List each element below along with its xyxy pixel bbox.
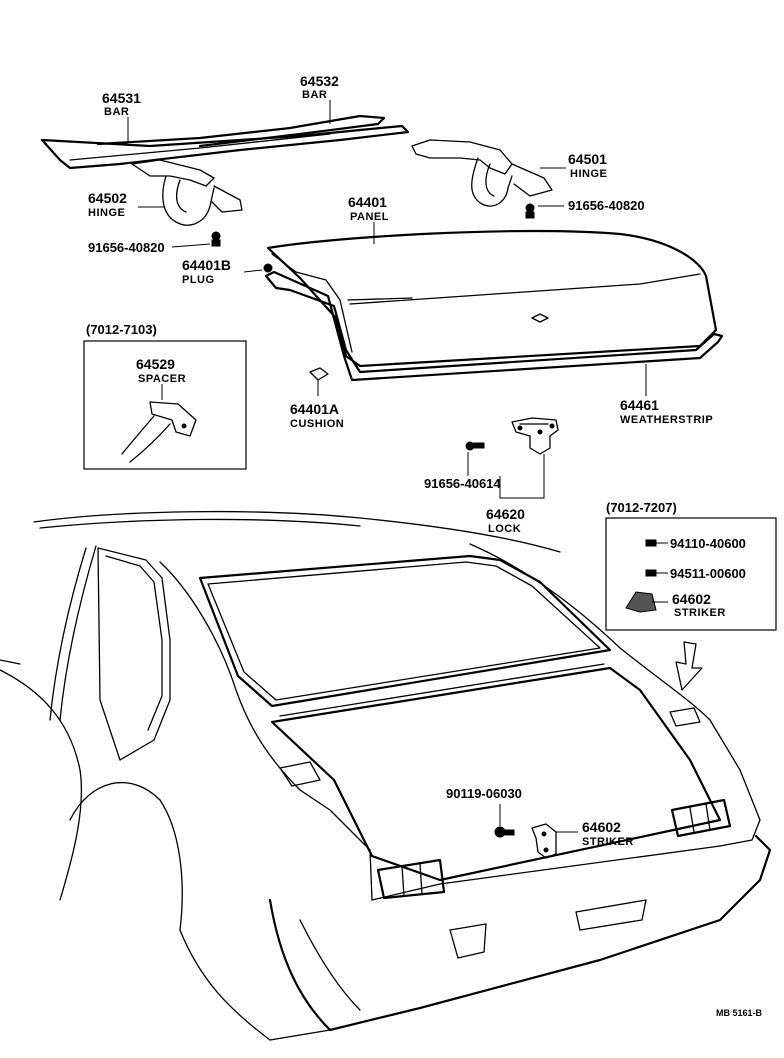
hinge-64502-shape	[131, 159, 243, 226]
plug-64401b-number: 64401B	[182, 257, 231, 273]
bolt-icon	[525, 203, 535, 219]
hinge-64502-name: HINGE	[88, 207, 125, 219]
lock-64620-name: LOCK	[488, 523, 521, 535]
bolt-left-number: 91656-40820	[88, 240, 165, 255]
hinge-64502-number: 64502	[88, 190, 127, 206]
weatherstrip-64461-name: WEATHERSTRIP	[620, 414, 713, 426]
bar-64532-shape	[96, 114, 386, 148]
panel-64401-number: 64401	[348, 194, 387, 210]
bolt-icon	[211, 231, 221, 247]
arrow-down-icon	[675, 641, 703, 691]
washer-icon	[645, 569, 657, 577]
inset-left-box	[83, 340, 247, 470]
striker-icon	[625, 591, 657, 613]
lock-bracket-leader	[499, 454, 545, 499]
inset-right-box	[605, 517, 777, 631]
hinge-64501-number: 64501	[568, 151, 607, 167]
plug-64401b-leader	[243, 269, 263, 273]
panel-64401-name: PANEL	[350, 211, 389, 223]
weatherstrip-64461-shape	[264, 270, 724, 382]
spacer-64529-number: 64529	[136, 356, 175, 372]
lock-64620-number: 64620	[486, 506, 525, 522]
striker-lower-name: STRIKER	[582, 836, 634, 848]
screw-90119-number: 90119-06030	[446, 786, 522, 801]
screw-icon	[494, 826, 515, 838]
bar-64531-shape	[40, 124, 410, 170]
cushion-64401a-number: 64401A	[290, 401, 339, 417]
cushion-icon	[309, 367, 329, 396]
panel-64401-shape	[266, 230, 718, 368]
bar-64531-number: 64531	[102, 90, 141, 106]
inset-right-item-1-number: 94110-40600	[670, 536, 746, 551]
bar-64531-name: BAR	[104, 106, 129, 118]
weatherstrip-64461-number: 64461	[620, 397, 659, 413]
striker-lower-shape	[531, 823, 557, 859]
bar-64532-name: BAR	[302, 89, 327, 101]
bolt-left-leader	[171, 243, 211, 248]
reference-code: MB 5161-B	[716, 1008, 763, 1018]
bolt-right-number: 91656-40820	[568, 198, 645, 213]
inset-right-item-3-number: 64602	[672, 591, 711, 607]
lock-64620-shape	[511, 417, 559, 455]
spacer-64529-name: SPACER	[138, 373, 186, 385]
plug-icon	[263, 263, 273, 273]
hinge-64501-shape	[411, 139, 553, 207]
inset-right-range: (7012-7207)	[606, 500, 677, 515]
cushion-64401a-name: CUSHION	[290, 418, 344, 430]
bar-64532-number: 64532	[300, 73, 339, 89]
striker-lower-number: 64602	[582, 819, 621, 835]
hinge-64501-name: HINGE	[570, 168, 607, 180]
plug-64401b-name: PLUG	[182, 274, 215, 286]
bolt-lock-number: 91656-40614	[424, 476, 501, 491]
inset-right-item-3-name: STRIKER	[674, 607, 726, 619]
nut-icon	[645, 539, 657, 547]
inset-right-item-2-number: 94511-00600	[670, 566, 746, 581]
spacer-64529-shape	[121, 401, 197, 463]
bolt-icon	[465, 441, 485, 451]
car-body-outline	[0, 510, 772, 1041]
inset-left-range: (7012-7103)	[86, 322, 157, 337]
